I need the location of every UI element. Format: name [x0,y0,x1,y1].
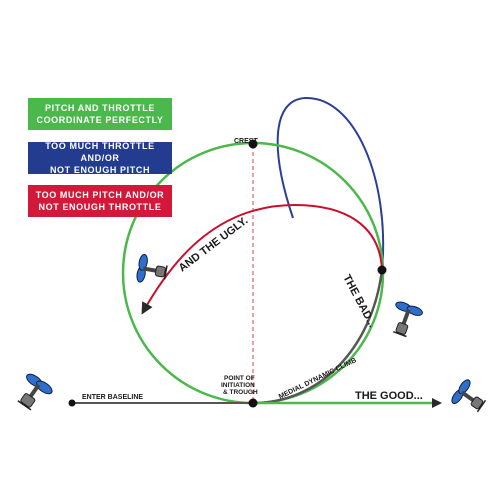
trough-point [248,398,258,408]
divergence-point [377,265,387,275]
legend-too-much-throttle: TOO MUCH THROTTLE AND/OR NOT ENOUGH PITC… [28,141,172,175]
legend-red-line2: NOT ENOUGH THROTTLE [38,202,162,212]
baseline-start-point [68,399,76,407]
legend-green-line2: COORDINATE PERFECTLY [36,115,164,125]
legend-blue-line2: NOT ENOUGH PITCH [49,165,151,175]
the-bad-label: THE BAD... [340,273,378,330]
medial-climb-arc [252,269,384,405]
helicopter-icon-ugly [136,253,168,283]
point-of-initiation-label-line2: INITIATION [221,382,255,389]
legend-red-line1: TOO MUCH PITCH AND/OR [35,190,165,200]
enter-baseline-label: ENTER BASELINE [82,394,143,401]
crest-label: CREST [234,138,258,145]
and-the-ugly-label: AND THE UGLY. [177,215,251,275]
red-path-the-ugly [141,203,383,315]
helicopter-icon-good [451,379,487,413]
legend-blue-line1: TOO MUCH THROTTLE AND/OR [45,141,155,163]
legend-green-line1: PITCH AND THROTTLE [45,103,155,113]
the-good-label: THE GOOD... [355,390,423,402]
blue-path-the-bad [276,96,385,271]
legend-perfect-coordination: PITCH AND THROTTLE COORDINATE PERFECTLY [28,98,172,130]
helicopter-icon-entry [17,373,53,411]
point-of-initiation-label-line1: POINT OF [224,375,255,382]
helicopter-icon-bad [393,301,423,338]
crest-point [248,139,258,149]
point-of-initiation-label-line3: & TROUGH [223,389,258,396]
medial-dynamic-climb-label: MEDIAL DYNAMIC CLIMB [278,357,358,401]
legend-too-much-pitch: TOO MUCH PITCH AND/OR NOT ENOUGH THROTTL… [28,185,172,217]
